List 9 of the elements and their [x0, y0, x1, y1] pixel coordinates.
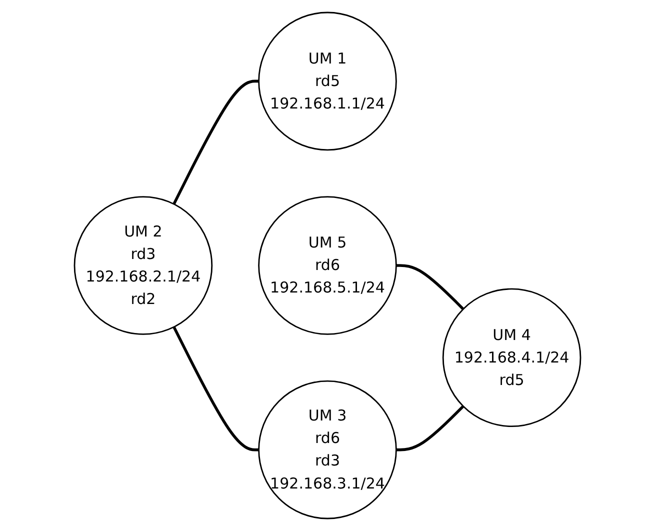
node-circle: UM 3 rd6 rd3 192.168.3.1/24: [258, 380, 397, 520]
node-circle: UM 1 rd5 192.168.1.1/24: [258, 12, 397, 151]
node-circle: UM 5 rd6 192.168.5.1/24: [258, 196, 397, 335]
connector: [172, 80, 259, 205]
connector: [172, 326, 259, 452]
node-circle: UM 4 192.168.4.1/24 rd5: [442, 288, 582, 428]
connector: [396, 264, 464, 310]
node-circle: UM 2 rd3 192.168.2.1/24 rd2: [74, 196, 213, 335]
connector: [396, 405, 464, 452]
